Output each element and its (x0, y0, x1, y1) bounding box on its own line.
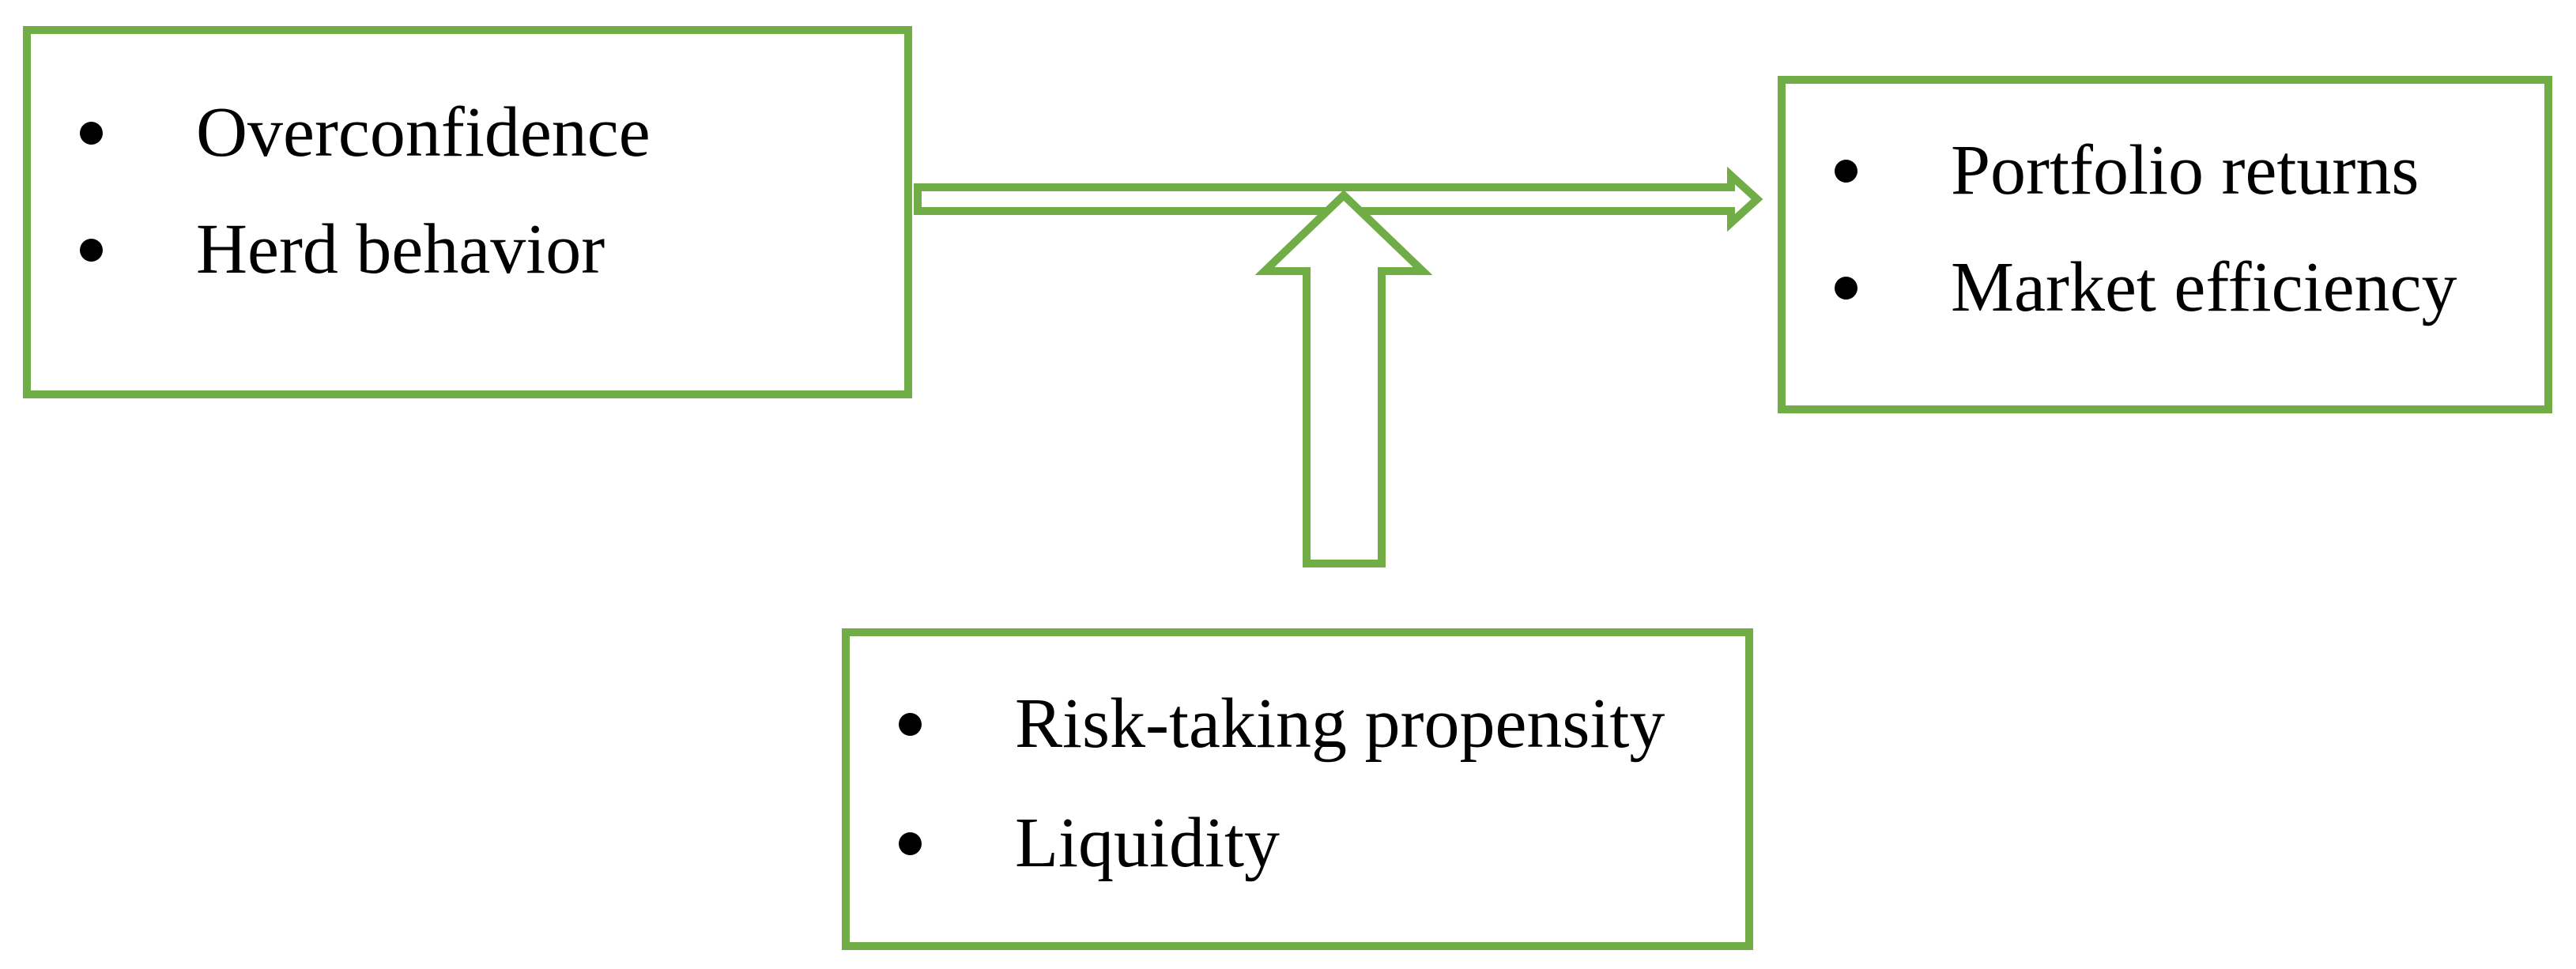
bullet-icon (899, 712, 922, 736)
up-arrow-icon (1254, 190, 1433, 567)
bullet-icon (1835, 159, 1858, 183)
bullet-icon (80, 121, 103, 145)
list-item-label: Overconfidence (196, 93, 651, 172)
list-item: Herd behavior (31, 210, 605, 289)
list-item: Portfolio returns (1786, 131, 2419, 210)
antecedents-box: Overconfidence Herd behavior (23, 26, 912, 398)
bullet-icon (1835, 276, 1858, 300)
list-item: Market efficiency (1786, 248, 2457, 327)
list-item: Risk-taking propensity (850, 684, 1665, 764)
list-item-label: Liquidity (1015, 804, 1280, 882)
list-item-label: Portfolio returns (1951, 131, 2419, 209)
bullet-icon (899, 831, 922, 855)
list-item-label: Herd behavior (196, 210, 605, 288)
list-item-label: Market efficiency (1951, 248, 2457, 326)
list-item: Liquidity (850, 804, 1280, 883)
list-item-label: Risk-taking propensity (1015, 684, 1665, 763)
outcomes-box: Portfolio returns Market efficiency (1778, 76, 2552, 413)
bullet-icon (80, 238, 103, 262)
list-item: Overconfidence (31, 93, 651, 172)
mediators-box: Risk-taking propensity Liquidity (842, 628, 1753, 950)
